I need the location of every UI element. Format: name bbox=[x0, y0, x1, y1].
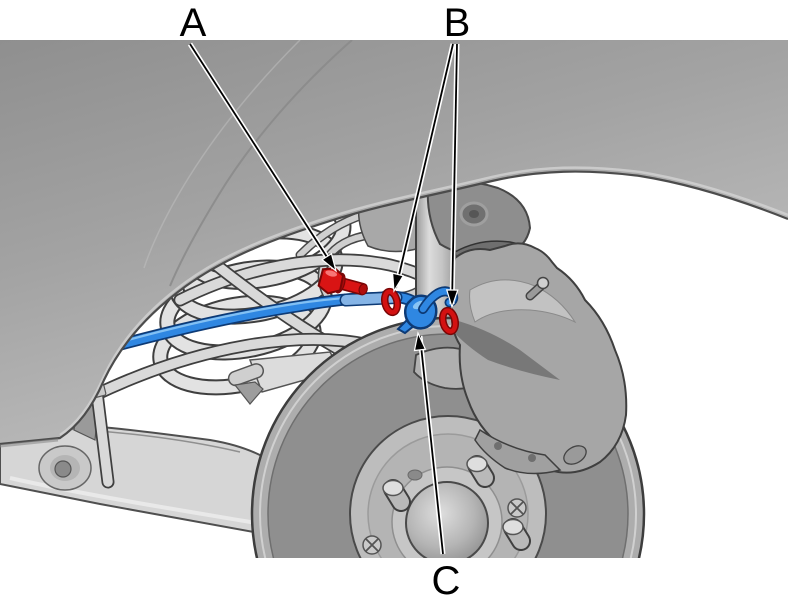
callout-b: B bbox=[391, 1, 471, 309]
callout-c: C bbox=[413, 331, 461, 602]
rotor-set-screw bbox=[362, 535, 382, 555]
arrowhead-b2-icon bbox=[445, 289, 459, 309]
callout-a: A bbox=[180, 1, 338, 273]
bracket-bolt-hole bbox=[494, 442, 502, 450]
hose-highlight bbox=[104, 295, 362, 348]
arrowhead-b1-icon bbox=[391, 272, 405, 293]
body-crease-highlight bbox=[143, 40, 301, 269]
wheel-arch-edge bbox=[0, 170, 788, 446]
arrowhead-c-icon bbox=[413, 331, 427, 352]
cable-end-fitting bbox=[227, 363, 265, 387]
caliper-face bbox=[469, 279, 577, 324]
callout-c-label: C bbox=[432, 559, 461, 602]
bushing-bolt bbox=[54, 460, 72, 478]
quarter-panel bbox=[0, 40, 788, 444]
bleeder-screw bbox=[525, 276, 550, 301]
leader-line-b1 bbox=[395, 43, 454, 289]
hose-retainer-ring-right bbox=[438, 306, 460, 336]
rotor-small-hole bbox=[407, 469, 423, 481]
brake-caliper bbox=[450, 240, 628, 475]
callout-a-label: A bbox=[180, 1, 207, 45]
wheel-stud bbox=[382, 479, 411, 512]
wheel-stud bbox=[466, 455, 495, 488]
hose-union-bolt bbox=[317, 267, 368, 296]
guide-pin-boot bbox=[563, 445, 587, 465]
hub-dome bbox=[405, 481, 489, 558]
trailing-arm-highlight bbox=[9, 476, 263, 526]
arrowhead-a-icon bbox=[321, 252, 338, 273]
caliper-bracket bbox=[474, 428, 562, 475]
bolt-tip bbox=[358, 283, 368, 296]
leader-line-c bbox=[419, 335, 444, 555]
cable-clip bbox=[233, 381, 264, 405]
hose-retainer-ring-left bbox=[380, 287, 402, 317]
wheel-stud bbox=[502, 518, 531, 551]
callout-b-label: B bbox=[444, 1, 471, 45]
leader-line-b2 bbox=[451, 43, 458, 305]
parking-brake-cable bbox=[95, 260, 520, 405]
bracket-bolt-hole bbox=[528, 454, 536, 462]
body-crease-line bbox=[169, 40, 353, 287]
car-body-panel bbox=[0, 40, 788, 448]
bracket-hole-center bbox=[469, 210, 479, 218]
caliper-recess bbox=[452, 320, 560, 380]
rotor-set-screw bbox=[507, 498, 527, 518]
fender-bottom-shadow bbox=[0, 438, 59, 448]
bolt-highlight bbox=[325, 270, 338, 277]
leader-line-a bbox=[189, 43, 335, 269]
arch-rim-highlight bbox=[59, 166, 788, 437]
